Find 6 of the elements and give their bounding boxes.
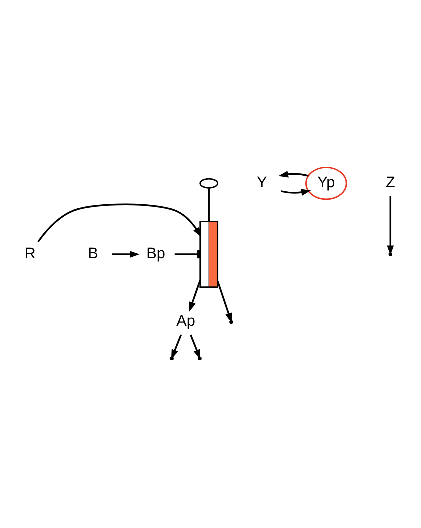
node-text: Bp xyxy=(146,245,166,262)
node-text: Ap xyxy=(176,313,196,330)
node-text: Y xyxy=(257,174,268,192)
node-text: R xyxy=(24,245,36,262)
node-text: Z xyxy=(386,174,396,192)
node-text: B xyxy=(88,245,98,262)
